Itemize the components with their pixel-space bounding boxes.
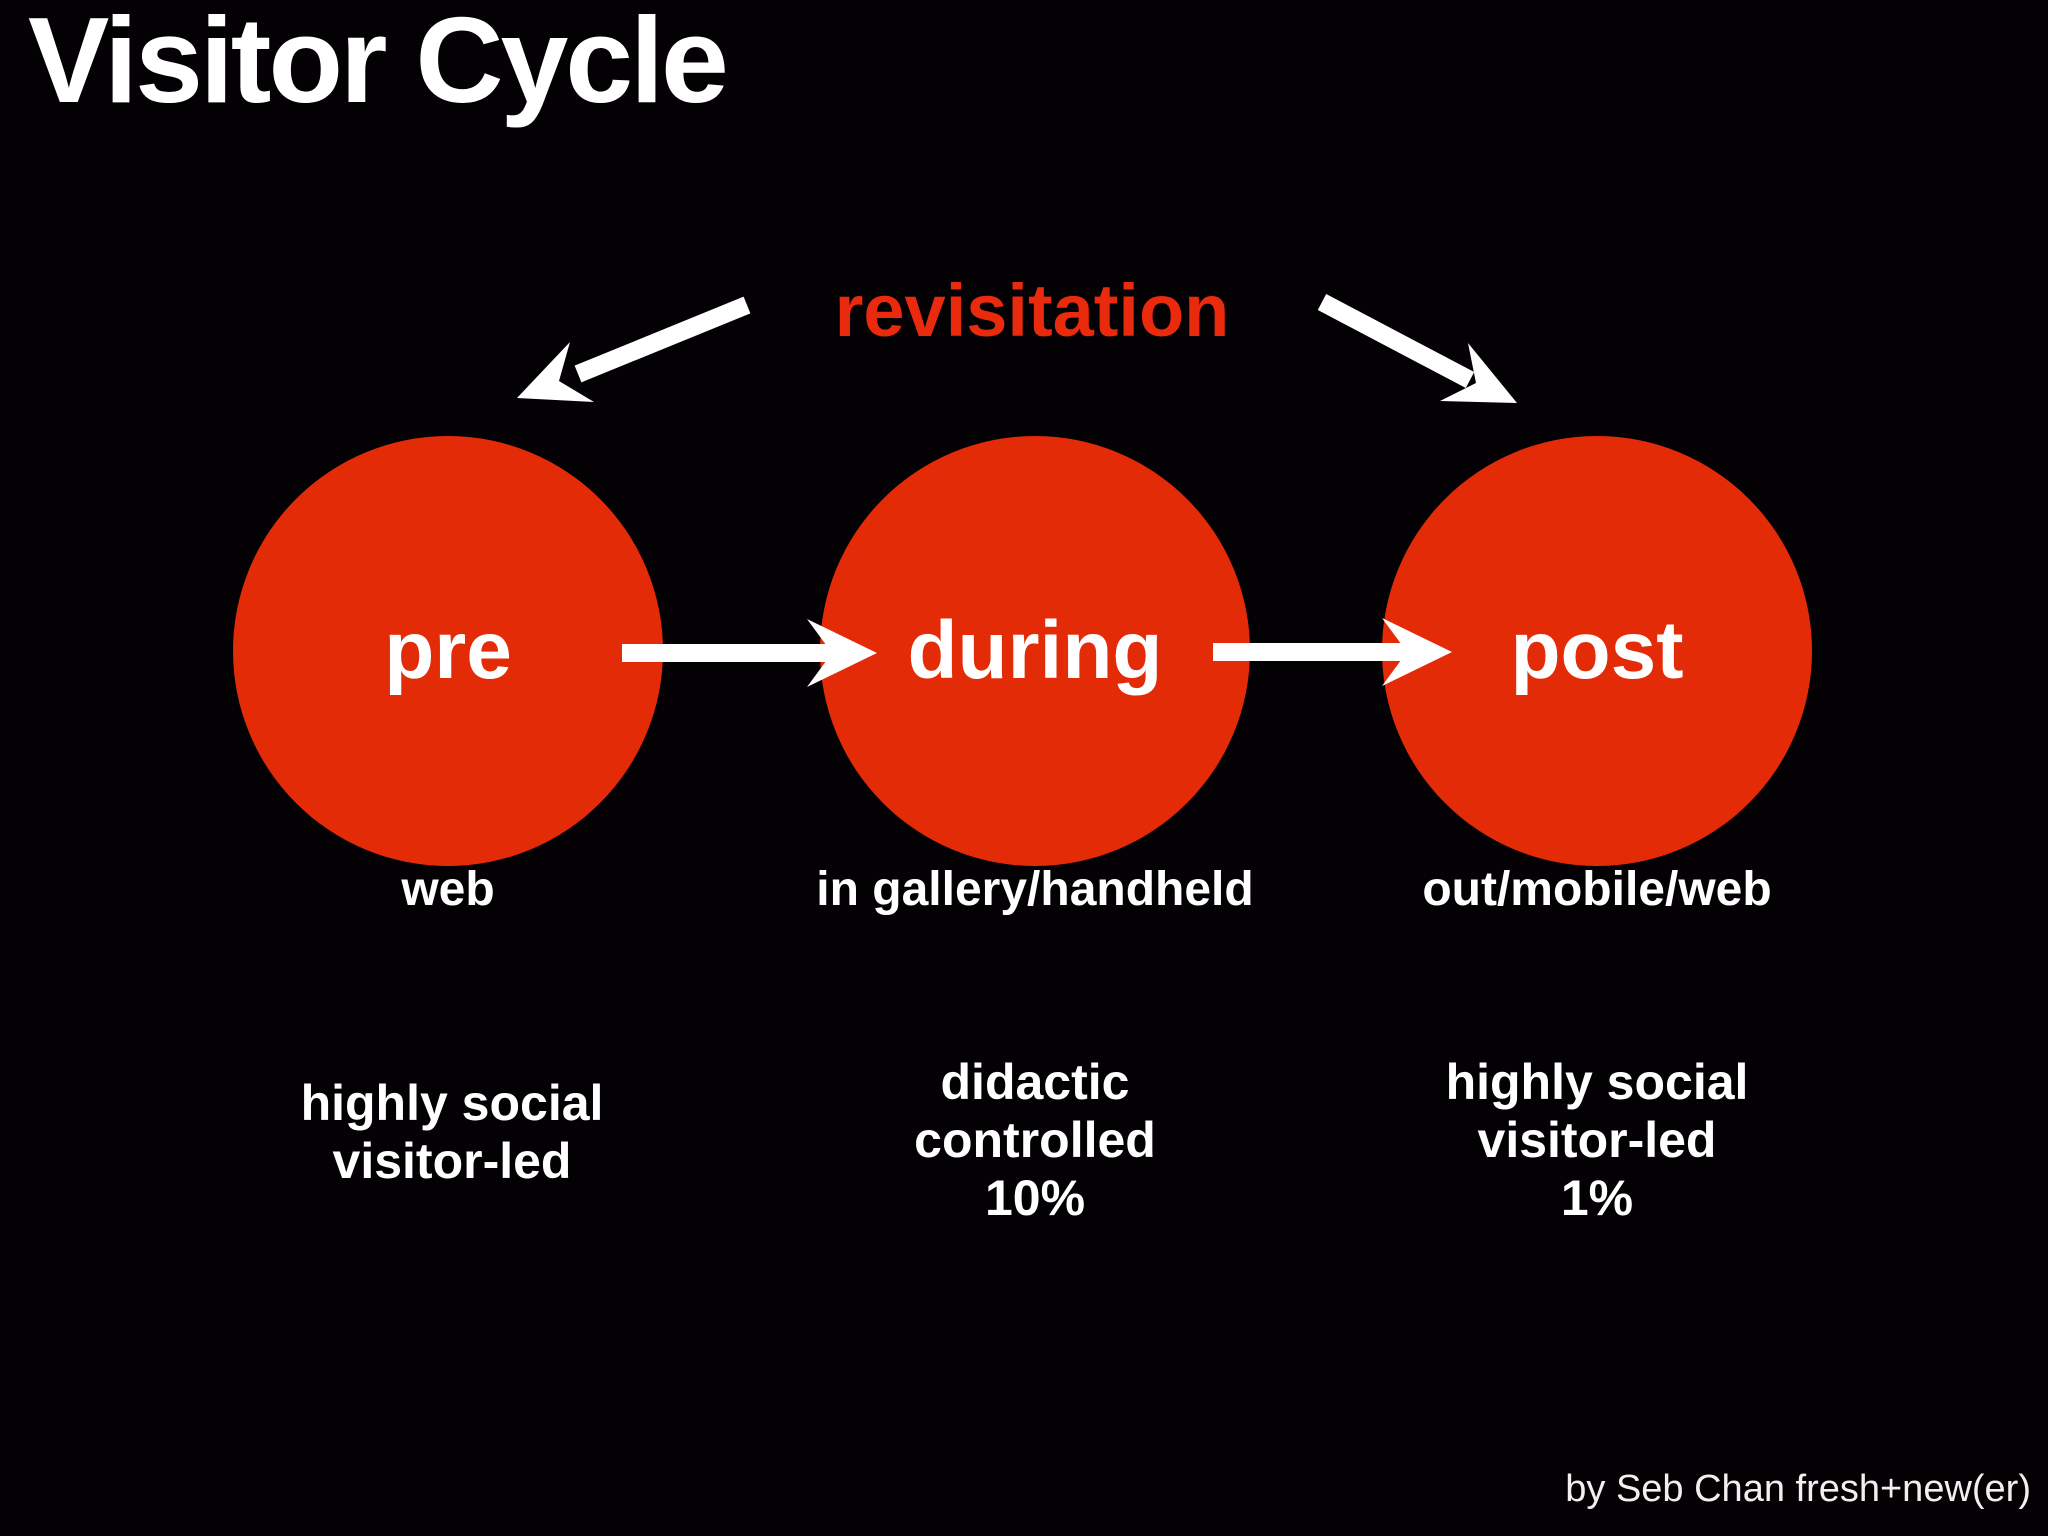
page-title: Visitor Cycle [28, 0, 729, 128]
description-line: highly social [300, 1075, 604, 1131]
stage-description-post: highly social visitor-led 1% [1277, 1053, 1917, 1227]
stage-description-during: didactic controlled 10% [715, 1053, 1355, 1227]
attribution-text: by Seb Chan fresh+new(er) [1565, 1468, 2031, 1510]
stage-circle-pre: pre [233, 436, 663, 866]
stage-sublabel-pre: web [401, 863, 495, 916]
description-line: controlled [914, 1112, 1156, 1168]
stage-label-pre: pre [384, 605, 512, 696]
stage-description-pre: highly social visitor-led [132, 1074, 772, 1190]
description-line: didactic [940, 1054, 1130, 1110]
stage-circle-post: post [1382, 436, 1812, 866]
stage-label-during: during [907, 605, 1163, 696]
description-line: highly social [1445, 1054, 1749, 1110]
stage-sublabel-during: in gallery/handheld [816, 863, 1254, 916]
revisitation-label: revisitation [834, 269, 1230, 352]
stage-label-post: post [1510, 605, 1684, 696]
description-line: visitor-led [332, 1133, 572, 1189]
stage-sublabel-post: out/mobile/web [1422, 863, 1772, 916]
arrow-down-left-icon [517, 296, 751, 402]
stage-circle-during: during [820, 436, 1250, 866]
description-line: 10% [984, 1170, 1086, 1226]
description-line: visitor-led [1477, 1112, 1717, 1168]
arrow-down-right-icon [1317, 294, 1517, 403]
description-line: 1% [1560, 1170, 1634, 1226]
